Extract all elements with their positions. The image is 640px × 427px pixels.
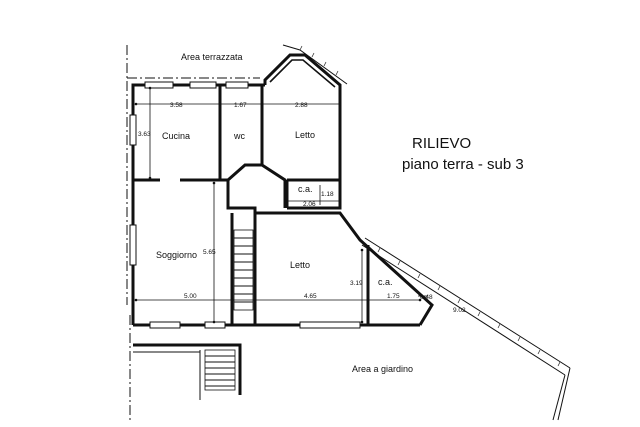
internal-stairs bbox=[233, 229, 254, 311]
room-label-ca-mid: c.a. bbox=[378, 277, 393, 287]
dim-label-5-65: 5.65 bbox=[203, 249, 216, 256]
dim-label-3-19: 3.19 bbox=[350, 280, 363, 287]
plan-subtitle: piano terra - sub 3 bbox=[402, 156, 524, 173]
terrace-edge bbox=[282, 44, 348, 85]
room-label-wc: wc bbox=[233, 131, 245, 141]
dim-label-4-65: 4.65 bbox=[304, 293, 317, 300]
dim-label-3-58: 3.58 bbox=[170, 102, 183, 109]
lower-stairs bbox=[133, 343, 242, 400]
dim-label-2-06: 2.06 bbox=[303, 201, 316, 208]
room-label-letto-top: Letto bbox=[295, 130, 315, 140]
dim-label-2-88: 2.88 bbox=[295, 102, 308, 109]
dim-label-3-63: 3.63 bbox=[138, 131, 151, 138]
room-label-ca-top: c.a. bbox=[298, 184, 313, 194]
dim-label-5-00: 5.00 bbox=[184, 293, 197, 300]
windows bbox=[129, 81, 361, 329]
dim-label-1-18: 1.18 bbox=[321, 191, 334, 198]
dim-label-1-75: 1.75 bbox=[387, 293, 400, 300]
room-label-area-giardino: Area a giardino bbox=[352, 364, 413, 374]
dim-label-0-48: 0.48 bbox=[420, 294, 433, 301]
dimension-lines bbox=[134, 86, 428, 324]
plan-title: RILIEVO bbox=[412, 135, 471, 152]
dim-label-9-02: 9.02 bbox=[453, 307, 466, 314]
room-label-soggiorno: Soggiorno bbox=[156, 250, 197, 260]
room-label-area-terrazzata: Area terrazzata bbox=[181, 52, 243, 62]
room-label-letto-mid: Letto bbox=[290, 260, 310, 270]
room-label-cucina: Cucina bbox=[162, 131, 190, 141]
dim-label-1-67: 1.67 bbox=[234, 102, 247, 109]
interior-walls bbox=[133, 85, 370, 325]
garden-slanted-boundary bbox=[361, 237, 571, 421]
